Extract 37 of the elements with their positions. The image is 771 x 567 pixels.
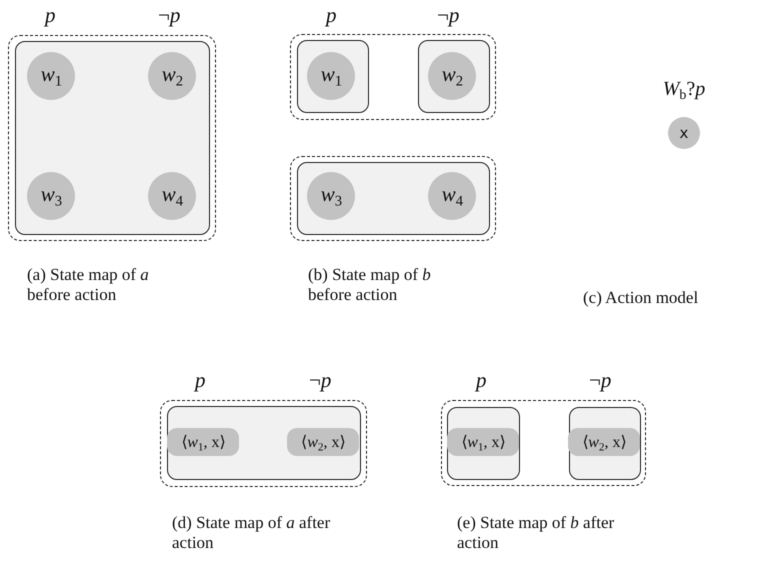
dashed-group-box [160, 400, 367, 487]
state-region-box [296, 162, 490, 235]
proposition-label: p [476, 368, 486, 394]
proposition-label: ¬p [158, 3, 180, 28]
proposition-label: ¬p [437, 3, 460, 28]
action-precondition-label: W$_{b}$?p [662, 78, 706, 104]
world-node-circle: w$_{2}$ [148, 52, 196, 100]
world-pair-pill: ⟨w$_{2}$, x⟩ [568, 428, 640, 456]
dashed-group-box [290, 34, 496, 120]
proposition-label: p [326, 3, 336, 28]
state-region-box [446, 406, 520, 480]
world-node-circle: w$_{1}$ [307, 52, 356, 100]
world-node-circle: w$_{4}$ [428, 172, 476, 220]
world-node-circle: w$_{1}$ [27, 52, 76, 100]
state-region-box [166, 406, 361, 480]
proposition-label: p [45, 3, 56, 28]
subfigure-caption: (c) Action model [583, 288, 698, 308]
world-node-circle: w$_{2}$ [428, 52, 476, 100]
proposition-label: ¬p [309, 368, 332, 394]
subfigure-caption: (d) State map of a after action [172, 513, 332, 554]
proposition-label: p [195, 368, 206, 394]
state-region-box [418, 40, 490, 113]
world-pair-pill: ⟨w$_{1}$, x⟩ [447, 428, 520, 456]
subfigure-caption: (b) State map of b before action [308, 265, 432, 306]
proposition-label: ¬p [589, 368, 612, 394]
world-node-circle: w$_{4}$ [148, 172, 196, 220]
world-pair-pill: ⟨w$_{1}$, x⟩ [167, 428, 240, 456]
subfigure-caption: (e) State map of b after action [457, 513, 616, 554]
world-node-circle: w$_{3}$ [307, 172, 356, 220]
world-pair-pill: ⟨w$_{2}$, x⟩ [287, 428, 360, 456]
state-region-box [568, 406, 641, 480]
world-node-circle: w$_{3}$ [27, 172, 76, 220]
dashed-group-box [290, 156, 496, 241]
state-region-box [296, 40, 369, 113]
subfigure-caption: (a) State map of a before action [27, 265, 150, 306]
action-node-circle: x [668, 117, 700, 149]
dashed-group-box [441, 400, 646, 486]
